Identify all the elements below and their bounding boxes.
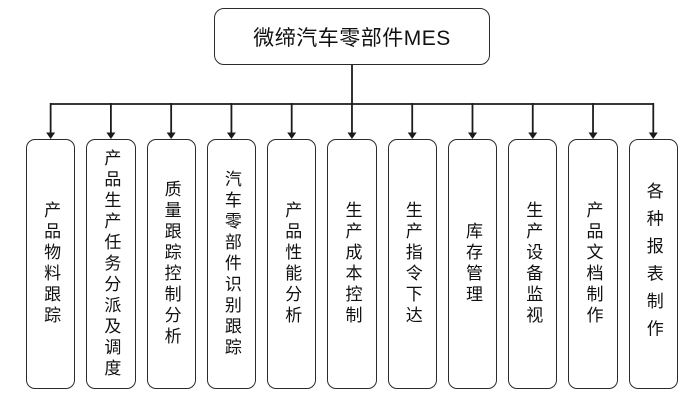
module-label: 产品物料跟踪 <box>41 201 61 327</box>
module-label: 生产指令下达 <box>402 201 422 327</box>
module-label: 生产成本控制 <box>342 201 362 327</box>
module-label: 产品性能分析 <box>282 201 302 327</box>
module-label: 产品生产任务分派及调度 <box>101 148 121 380</box>
module-box: 生产指令下达 <box>387 139 437 389</box>
module-box: 产品物料跟踪 <box>26 139 76 389</box>
root-label: 微缔汽车零部件MES <box>253 26 451 50</box>
module-box: 库存管理 <box>447 139 498 389</box>
module-label: 各种报表制作 <box>643 181 663 347</box>
module-box: 产品生产任务分派及调度 <box>86 139 136 389</box>
module-box: 产品性能分析 <box>267 139 317 389</box>
module-label: 生产设备监视 <box>523 201 543 327</box>
module-box: 各种报表制作 <box>628 139 678 389</box>
module-label: 产品文档制作 <box>583 201 603 327</box>
module-label: 汽车零部件识别跟踪 <box>221 169 241 359</box>
module-box: 质量跟踪控制分析 <box>146 139 196 389</box>
module-box: 汽车零部件识别跟踪 <box>206 139 257 389</box>
module-box: 生产设备监视 <box>508 139 558 389</box>
module-label: 库存管理 <box>462 222 482 306</box>
module-box: 产品文档制作 <box>568 139 618 389</box>
root-box: 微缔汽车零部件MES <box>214 8 490 65</box>
module-row: 产品物料跟踪 产品生产任务分派及调度 质量跟踪控制分析 汽车零部件识别跟踪 产品… <box>26 139 678 389</box>
module-label: 质量跟踪控制分析 <box>161 180 181 348</box>
module-box: 生产成本控制 <box>327 139 377 389</box>
